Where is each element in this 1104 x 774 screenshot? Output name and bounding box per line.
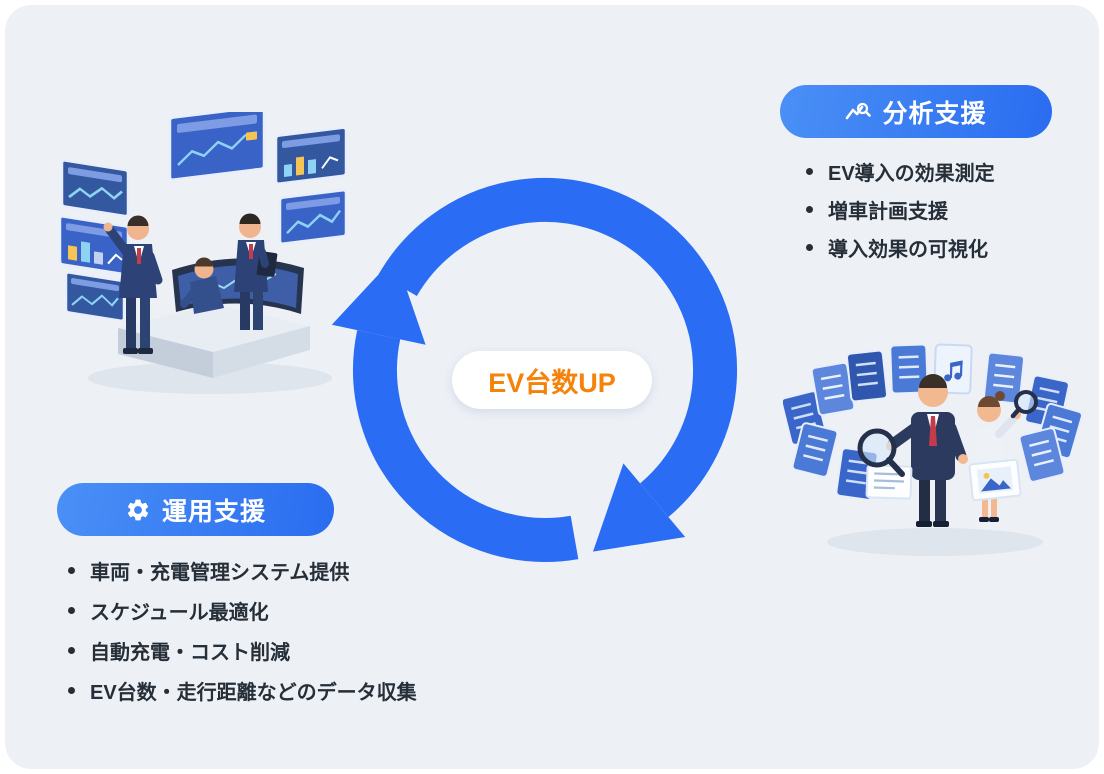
screen-panel: [889, 343, 929, 395]
cycle-arc-top: [378, 178, 738, 518]
analysis-list-item: 導入効果の可視化: [806, 228, 995, 266]
person-operator-right: [234, 213, 278, 330]
dashboard-panel: [278, 188, 348, 245]
screen-panel: [1018, 427, 1066, 483]
operation-item-text: 自動充電・コスト削減: [90, 641, 290, 664]
ev-count-up-pill: EV台数UP: [452, 351, 652, 409]
bullet-icon: [806, 205, 813, 213]
floor-shadow: [827, 528, 1043, 556]
bullet-icon: [806, 167, 813, 175]
ev-count-up-label: EV台数UP: [488, 367, 616, 398]
operation-list-item: スケジュール最適化: [68, 590, 417, 630]
person-operator-left: [103, 215, 163, 354]
operation-item-text: 車両・充電管理システム提供: [90, 561, 350, 584]
operation-item-text: スケジュール最適化: [90, 601, 269, 624]
bullet-icon: [68, 646, 75, 654]
analysis-item-text: 導入効果の可視化: [828, 238, 988, 261]
picture-screen-panel: [968, 458, 1022, 502]
screen-panel: [845, 349, 889, 403]
document-screen-panel: [865, 464, 913, 500]
floor-shadow: [88, 362, 332, 394]
magnifier-icon: [857, 428, 905, 477]
dashboard-panel: [274, 126, 348, 185]
screen-panel: [791, 422, 839, 478]
screen-panel: [982, 351, 1026, 405]
operation-support-badge: 運用支援: [57, 483, 334, 536]
operation-list-item: 自動充電・コスト削減: [68, 630, 417, 670]
analysis-item-text: EV導入の効果測定: [828, 162, 995, 185]
analysis-list-item: EV導入の効果測定: [806, 152, 995, 190]
magnifier-icon: [1010, 390, 1038, 419]
analysis-list-item: 増車計画支援: [806, 190, 995, 228]
screen-panel: [810, 361, 856, 417]
person-analyst-man: [887, 374, 968, 527]
operation-items-list: 車両・充電管理システム提供 スケジュール最適化 自動充電・コスト削減 EV台数・…: [68, 550, 417, 710]
person-operator-center: [180, 257, 224, 314]
cycle-arrowhead-top-left: [331, 256, 426, 345]
analysis-badge-label: 分析支援: [882, 99, 987, 128]
trend-chart-magnifier-icon: [845, 99, 872, 125]
cycle-arrowhead-bottom-right: [593, 463, 686, 552]
operation-list-item: EV台数・走行距離などのデータ収集: [68, 670, 417, 710]
dashboard-panel: [64, 271, 126, 323]
bullet-icon: [68, 686, 75, 694]
operation-list-item: 車両・充電管理システム提供: [68, 550, 417, 590]
person-analyst-woman: [972, 391, 1021, 522]
bullet-icon: [806, 243, 813, 251]
dashboard-panel: [60, 159, 130, 218]
analysis-item-text: 増車計画支援: [828, 200, 948, 223]
cycle-arc-bottom: [353, 330, 579, 562]
dashboard-panel: [168, 112, 266, 181]
bullet-icon: [68, 566, 75, 574]
diagram-panel: EV台数UP 分析支援 EV導入の効果測定 増車計画支援 導入効果の可視化: [5, 5, 1099, 769]
operation-badge-label: 運用支援: [161, 497, 266, 526]
control-room-team-illustration: [58, 112, 348, 394]
operation-item-text: EV台数・走行距離などのデータ収集: [90, 681, 417, 704]
analysis-support-badge: 分析支援: [780, 85, 1052, 138]
data-analysis-people-illustration: [783, 343, 1083, 556]
cycle-arrows: [331, 178, 738, 562]
bullet-icon: [68, 606, 75, 614]
analysis-items-list: EV導入の効果測定 増車計画支援 導入効果の可視化: [806, 152, 995, 266]
gear-icon: [125, 497, 151, 523]
